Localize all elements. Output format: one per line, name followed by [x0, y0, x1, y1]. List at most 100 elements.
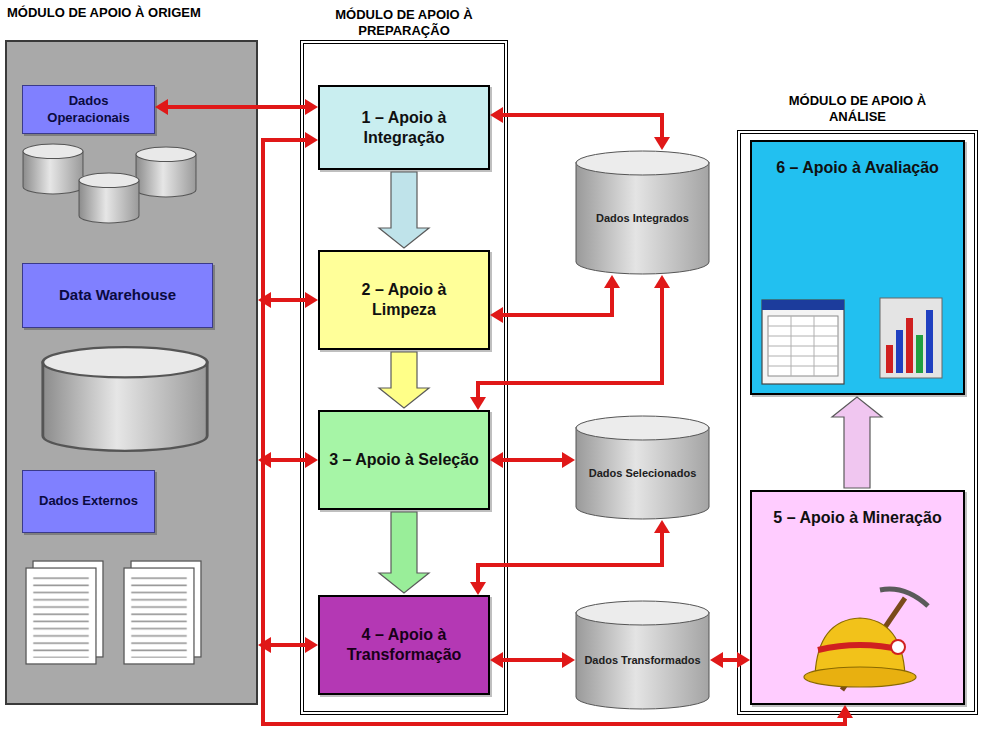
arrowhead [305, 452, 318, 468]
store-label: Dados Transformados [584, 654, 700, 668]
process-box: 2 – Apoio à Limpeza [318, 250, 490, 350]
chart-bar [926, 310, 933, 373]
pickaxe-head [880, 589, 928, 606]
module-heading: MÓDULO DE APOIO À PREPARAÇÃO [309, 7, 499, 39]
window-grid [768, 316, 838, 376]
helmet-dome [815, 618, 905, 675]
connector-line [267, 298, 309, 302]
window-icon [762, 300, 844, 384]
arrowhead [305, 99, 318, 115]
connector-line [267, 643, 309, 647]
arrowhead [258, 452, 271, 468]
document-icon [33, 561, 103, 657]
window-body [768, 316, 838, 376]
box-label: 3 – Apoio à Seleção [329, 450, 479, 470]
block-arrow-shape [379, 172, 429, 248]
data-store-cylinder: Dados Selecionados [575, 415, 710, 520]
block-arrow-shape [379, 512, 429, 593]
arrowhead [654, 520, 670, 533]
arrowhead [737, 652, 750, 668]
miner-helmet-icon [804, 589, 928, 690]
arrowhead [562, 452, 575, 468]
arrowhead [604, 275, 620, 288]
window-title-bar [762, 300, 844, 310]
box-label: 2 – Apoio à Limpeza [328, 280, 480, 320]
arrowhead [470, 582, 486, 595]
block-arrow [832, 397, 882, 488]
helmet-brim [804, 667, 916, 687]
data-source-box: Data Warehouse [22, 263, 213, 328]
module-heading: MÓDULO DE APOIO À ANÁLISE [763, 93, 953, 125]
pickaxe-handle [842, 598, 905, 690]
box-label: 5 – Apoio à Mineração [773, 508, 941, 528]
block-arrow [379, 352, 429, 408]
store-label: Dados Selecionados [589, 467, 697, 481]
block-arrow [379, 512, 429, 593]
chart-bar [886, 345, 893, 373]
cylinder-top [576, 416, 709, 440]
connector-line [499, 284, 612, 315]
chart-bar [916, 335, 923, 373]
data-source-box: Dados Operacionais [22, 85, 155, 134]
cylinder-top [576, 151, 709, 175]
chart-bar [906, 318, 913, 373]
box-label: Dados Externos [39, 493, 138, 509]
arrowhead [470, 397, 486, 410]
connector-line [499, 658, 566, 662]
connector-line [499, 115, 662, 141]
data-store-cylinder: Dados Transformados [575, 600, 710, 710]
process-box: 5 – Apoio à Mineração [750, 490, 965, 705]
document-icon [124, 568, 194, 664]
connector [470, 275, 670, 410]
connector-line [719, 658, 741, 662]
connector [155, 99, 318, 115]
arrowhead [258, 292, 271, 308]
arrowhead [490, 307, 503, 323]
data-store-cylinder: Dados Integrados [575, 150, 710, 275]
connector [258, 452, 318, 468]
arrowhead [837, 705, 853, 718]
arrowhead [155, 99, 168, 115]
operational-db-icons [23, 144, 196, 223]
document-icon [131, 561, 201, 657]
database-icon [136, 147, 196, 197]
connector-line [267, 458, 309, 462]
connector [490, 107, 670, 150]
process-box: 4 – Apoio à Transformação [318, 595, 490, 695]
box-label: 1 – Apoio à Integração [328, 108, 480, 148]
box-label: Data Warehouse [59, 286, 176, 305]
connector [258, 292, 318, 308]
cylinder-body [576, 162, 709, 274]
arrowhead [305, 292, 318, 308]
connector-line [499, 458, 566, 462]
origin-module-panel: MÓDULO DE APOIO À ORIGEMDados Operaciona… [5, 40, 258, 705]
store-label: Dados Integrados [596, 212, 689, 226]
database-icon [23, 144, 83, 194]
arrowhead [490, 652, 503, 668]
box-label: 4 – Apoio à Transformação [328, 625, 480, 665]
block-arrow-shape [832, 397, 882, 488]
document-icon [26, 568, 96, 664]
arrowhead [305, 132, 318, 148]
arrowhead [305, 637, 318, 653]
module-heading: MÓDULO DE APOIO À ORIGEM [7, 5, 207, 21]
preparation-module-panel: MÓDULO DE APOIO À PREPARAÇÃO1 – Apoio à … [300, 40, 508, 715]
block-arrow-shape [379, 352, 429, 408]
arrowhead [654, 275, 670, 288]
window-frame [762, 300, 844, 384]
box-label: 6 – Apoio à Avaliação [776, 158, 939, 178]
bar-chart-icon [880, 298, 942, 378]
chart-frame [880, 298, 942, 378]
data-source-box: Dados Externos [22, 470, 155, 533]
connector-line [478, 284, 662, 401]
connector-line [263, 140, 845, 724]
connector-line [478, 529, 662, 586]
arrowhead [654, 137, 670, 150]
connector [470, 520, 670, 595]
cylinder-body [576, 612, 709, 709]
cylinder-top [576, 601, 709, 625]
arrowhead [490, 452, 503, 468]
arrowhead [710, 652, 723, 668]
chart-bar [896, 330, 903, 373]
